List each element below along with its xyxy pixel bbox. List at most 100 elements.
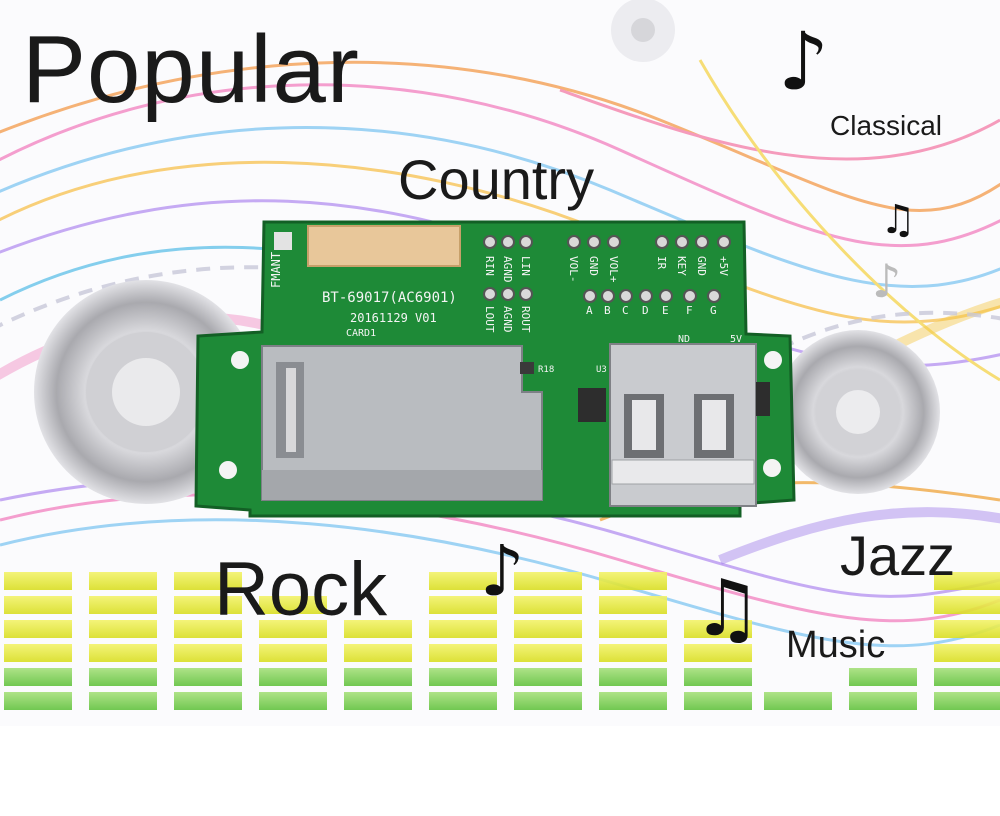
speaker-right	[776, 330, 940, 494]
eq-bar-segment	[514, 644, 582, 662]
pin-label: ROUT	[519, 306, 532, 333]
eq-bar-segment	[764, 692, 832, 710]
eq-bar-segment	[4, 692, 72, 710]
pin-hole	[501, 287, 515, 301]
pin-label-letter: B	[604, 304, 611, 317]
pin-label: LOUT	[483, 306, 496, 333]
genre-music: Music	[786, 624, 886, 666]
eq-bar-segment	[4, 572, 72, 590]
eq-bar-segment	[599, 620, 667, 638]
pin-label: GND	[587, 256, 600, 276]
pin-hole	[519, 287, 533, 301]
pin-label: VOL+	[607, 256, 620, 283]
music-notes-icon: ♫	[880, 197, 916, 243]
pin-label: RIN	[483, 256, 496, 276]
eq-bar-segment	[849, 668, 917, 686]
pin-hole	[583, 289, 597, 303]
eq-bar-segment	[174, 692, 242, 710]
eq-bar-segment	[174, 668, 242, 686]
eq-bar-segment	[344, 620, 412, 638]
antenna-pad	[307, 225, 461, 267]
pin-label: KEY	[675, 256, 688, 276]
pin-label-letter: A	[586, 304, 593, 317]
eq-bar-segment	[514, 668, 582, 686]
eq-bar-segment	[934, 668, 1000, 686]
music-note-icon: ♪	[778, 15, 830, 108]
equalizer-bars	[4, 572, 1000, 710]
eq-bar-segment	[429, 620, 497, 638]
pin-label: AGND	[501, 306, 514, 333]
antenna-pin	[274, 232, 292, 250]
floor-reflection	[0, 726, 1000, 816]
pin-label-letter: C	[622, 304, 629, 317]
pin-label: AGND	[501, 256, 514, 283]
eq-bar-segment	[849, 692, 917, 710]
eq-bar-segment	[174, 572, 242, 590]
mount-hole	[764, 351, 782, 369]
pin-hole	[695, 235, 709, 249]
eq-bar-segment	[174, 596, 242, 614]
component-resistor	[520, 362, 534, 374]
eq-bar-segment	[259, 692, 327, 710]
music-notes-icon: ♫	[692, 564, 762, 654]
eq-bar-segment	[599, 692, 667, 710]
genre-popular: Popular	[22, 16, 360, 123]
pin-label: IR	[655, 256, 668, 270]
genre-country: Country	[398, 148, 595, 211]
label-5v: 5V	[730, 334, 742, 345]
pin-label-letter: D	[642, 304, 649, 317]
eq-bar-segment	[89, 692, 157, 710]
pin-label-letter: F	[686, 304, 693, 317]
eq-bar-segment	[89, 668, 157, 686]
pcb-board: FMANT BT-69017(AC6901) 20161129 V01 CARD…	[194, 220, 796, 518]
label-date: 20161129 V01	[350, 311, 437, 325]
eq-bar-segment	[684, 644, 752, 662]
pin-label-letter: E	[662, 304, 669, 317]
pin-hole	[483, 235, 497, 249]
eq-bar-segment	[259, 620, 327, 638]
eq-bar-segment	[4, 668, 72, 686]
eq-bar-segment	[934, 572, 1000, 590]
music-note-faint-icon: ♪	[872, 254, 902, 308]
eq-bar-segment	[89, 620, 157, 638]
pin-hole	[619, 289, 633, 303]
header-pins	[483, 235, 731, 303]
pin-hole	[567, 235, 581, 249]
genre-classical: Classical	[830, 110, 943, 141]
usb-port	[609, 343, 757, 507]
component-chip	[756, 382, 770, 416]
pin-label-letter: G	[710, 304, 717, 317]
mount-hole	[231, 351, 249, 369]
pin-label: LIN	[519, 256, 532, 276]
pin-hole	[519, 235, 533, 249]
eq-bar-segment	[684, 668, 752, 686]
mount-hole	[763, 459, 781, 477]
eq-bar-segment	[599, 596, 667, 614]
eq-bar-segment	[89, 572, 157, 590]
label-antenna: FMANT	[269, 252, 283, 288]
pin-hole	[639, 289, 653, 303]
eq-bar-segment	[259, 668, 327, 686]
pin-hole	[501, 235, 515, 249]
pin-hole	[607, 235, 621, 249]
music-note-icon: ♪	[480, 530, 525, 612]
eq-bar-segment	[344, 644, 412, 662]
mount-hole	[219, 461, 237, 479]
pin-hole	[717, 235, 731, 249]
eq-bar-segment	[344, 668, 412, 686]
eq-bar-segment	[344, 692, 412, 710]
pin-hole	[655, 235, 669, 249]
eq-bar-segment	[599, 572, 667, 590]
eq-bar-segment	[429, 572, 497, 590]
pin-hole	[683, 289, 697, 303]
label-usb: U3	[596, 365, 607, 375]
label-card: CARD1	[346, 328, 376, 339]
eq-bar-segment	[4, 620, 72, 638]
pin-hole	[707, 289, 721, 303]
eq-bar-segment	[89, 644, 157, 662]
pin-hole	[587, 235, 601, 249]
eq-bar-segment	[429, 692, 497, 710]
eq-bar-segment	[514, 596, 582, 614]
dash-swirl-left	[0, 265, 461, 328]
